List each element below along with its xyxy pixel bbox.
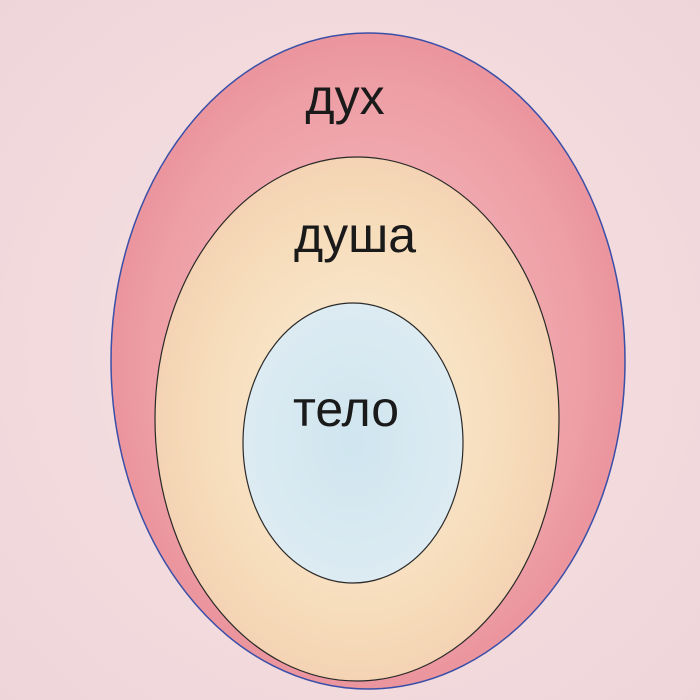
middle-layer-label: душа (294, 207, 416, 263)
inner-layer-label: тело (293, 381, 399, 437)
inner-ellipse (242, 302, 464, 584)
outer-layer-label: дух (305, 69, 384, 125)
